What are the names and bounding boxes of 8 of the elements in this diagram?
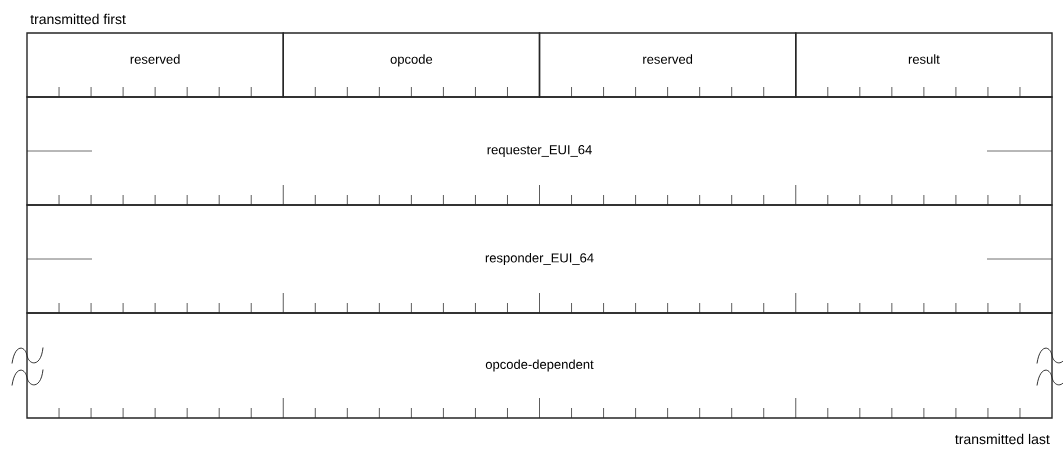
field-box: requester_EUI_64 [26, 96, 1053, 206]
field-box: reserved [26, 32, 284, 98]
field-box: result [795, 32, 1053, 98]
field-box: opcode [282, 32, 541, 98]
field-box: opcode-dependent [26, 312, 1053, 419]
note-text: transmitted last [955, 433, 1050, 445]
field-box: reserved [538, 32, 797, 98]
field-box: responder_EUI_64 [26, 204, 1053, 314]
